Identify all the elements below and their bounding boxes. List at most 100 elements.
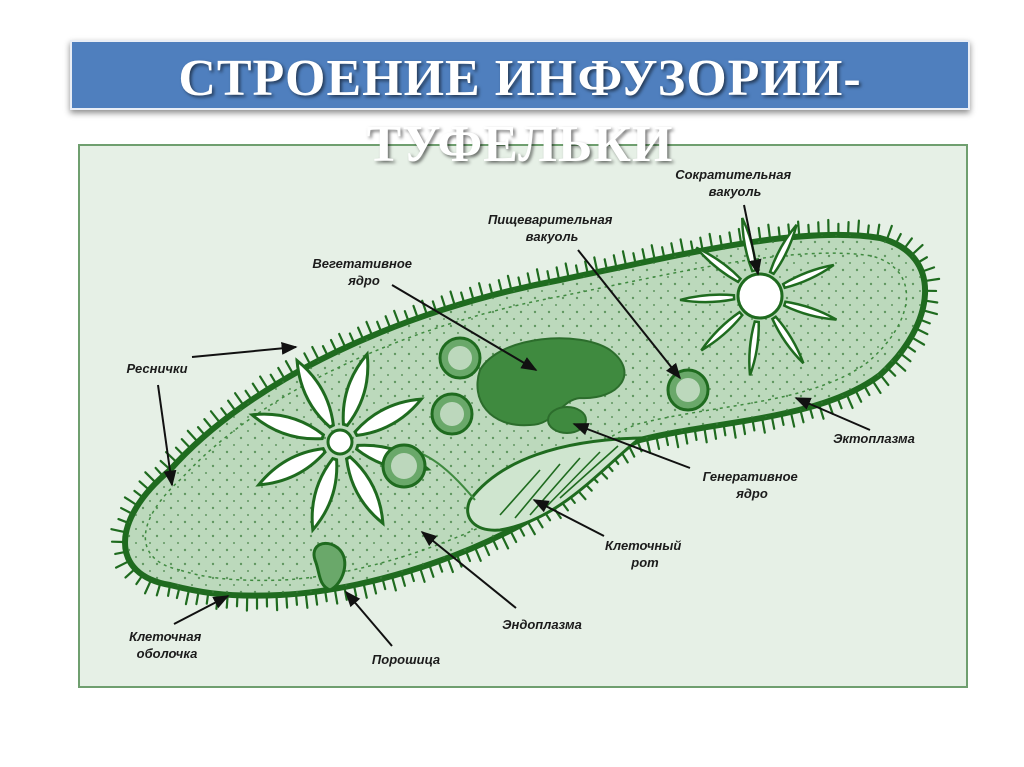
cilium	[449, 290, 456, 306]
cilium	[460, 291, 465, 303]
cilium	[722, 425, 727, 437]
cilium	[186, 429, 198, 442]
cilium	[827, 402, 834, 415]
cilium	[284, 360, 294, 374]
macronucleus	[476, 337, 626, 427]
cilium	[324, 591, 328, 603]
cilium	[535, 516, 544, 529]
cilium	[574, 264, 579, 276]
cilium	[353, 585, 358, 598]
vacuole-ray	[345, 455, 385, 527]
arrow-micronucleus	[572, 423, 691, 469]
cilium	[661, 246, 666, 258]
cilium	[856, 219, 861, 235]
title-banner	[70, 40, 970, 110]
cilium	[564, 262, 570, 278]
arrow-cell-membrane	[173, 595, 230, 625]
cilium	[799, 410, 805, 424]
cilium	[333, 589, 339, 605]
cilium	[767, 223, 772, 239]
cilium	[133, 489, 143, 498]
cilium	[120, 506, 132, 515]
cilium	[251, 382, 260, 394]
cilium	[391, 576, 397, 592]
vacuole-ray	[255, 447, 327, 487]
label-cytoproct: Порошица	[372, 652, 440, 667]
label-endoplasm: Эндоплазма	[502, 617, 582, 632]
cilium	[403, 310, 410, 321]
cilium	[205, 593, 210, 605]
arrow-digestive-vacuole	[577, 249, 681, 380]
vacuole-ray	[781, 263, 835, 290]
cilium	[497, 279, 503, 292]
cilium	[646, 439, 652, 455]
cilium	[488, 283, 494, 295]
cilium	[244, 389, 252, 400]
cilium	[780, 414, 785, 426]
cilium	[259, 375, 269, 389]
cilium	[837, 398, 843, 410]
cilium	[916, 328, 929, 336]
cilium	[650, 244, 656, 260]
cilium	[123, 496, 137, 506]
cilium	[321, 345, 329, 356]
cilium	[159, 459, 170, 470]
cilium	[713, 426, 718, 440]
cilium	[728, 231, 733, 245]
vacuole-ray	[248, 412, 326, 441]
cilium	[143, 580, 152, 595]
cilium	[412, 304, 419, 318]
label-macronucleus: Вегетативное ядро	[312, 256, 415, 288]
cilium	[699, 236, 704, 250]
cilium	[925, 299, 939, 304]
cilium	[180, 438, 191, 449]
cilium	[555, 266, 560, 280]
cilium	[329, 338, 337, 352]
cilium	[357, 326, 364, 339]
cilium	[311, 345, 320, 360]
cilium	[922, 266, 936, 273]
cilium	[175, 588, 181, 600]
label-micronucleus: Генеративное ядро	[703, 469, 802, 501]
cilium	[876, 223, 881, 237]
cilium	[138, 480, 149, 490]
cilium	[381, 579, 387, 591]
cilium	[684, 431, 689, 445]
cilium	[419, 568, 426, 583]
cilium	[918, 256, 929, 263]
cilium	[718, 235, 723, 247]
cilium	[285, 595, 289, 609]
cilium	[628, 445, 636, 458]
cilium	[303, 352, 311, 365]
cilium	[203, 418, 213, 429]
cilium	[757, 226, 762, 241]
cilium	[277, 366, 285, 379]
cilium	[114, 551, 126, 556]
cilium	[474, 547, 482, 562]
arrow-macronucleus	[391, 284, 538, 371]
cilium	[807, 223, 811, 235]
cilium	[225, 595, 229, 609]
cilium	[751, 420, 756, 432]
cilium	[154, 466, 163, 476]
cilium	[393, 309, 400, 325]
cilium	[886, 224, 893, 240]
cilium	[338, 332, 346, 347]
contractile-vacuole-right	[679, 217, 838, 376]
cilium	[742, 422, 747, 436]
cilium	[603, 258, 608, 270]
cilium	[440, 295, 447, 308]
label-cell-membrane: Клеточная оболочка	[129, 629, 205, 661]
cilium	[797, 220, 801, 236]
cilium	[220, 407, 228, 417]
cilium	[304, 593, 309, 609]
label-digestive-vacuole: Пищеварительная вакуоль	[488, 212, 616, 244]
arrow-cell-mouth	[532, 499, 605, 537]
vacuole-ray	[700, 310, 744, 352]
cilium	[925, 277, 941, 282]
cilium	[674, 433, 680, 449]
cilium	[612, 254, 618, 268]
cilium	[384, 315, 391, 328]
cilium	[708, 232, 714, 248]
cilium	[546, 270, 551, 282]
